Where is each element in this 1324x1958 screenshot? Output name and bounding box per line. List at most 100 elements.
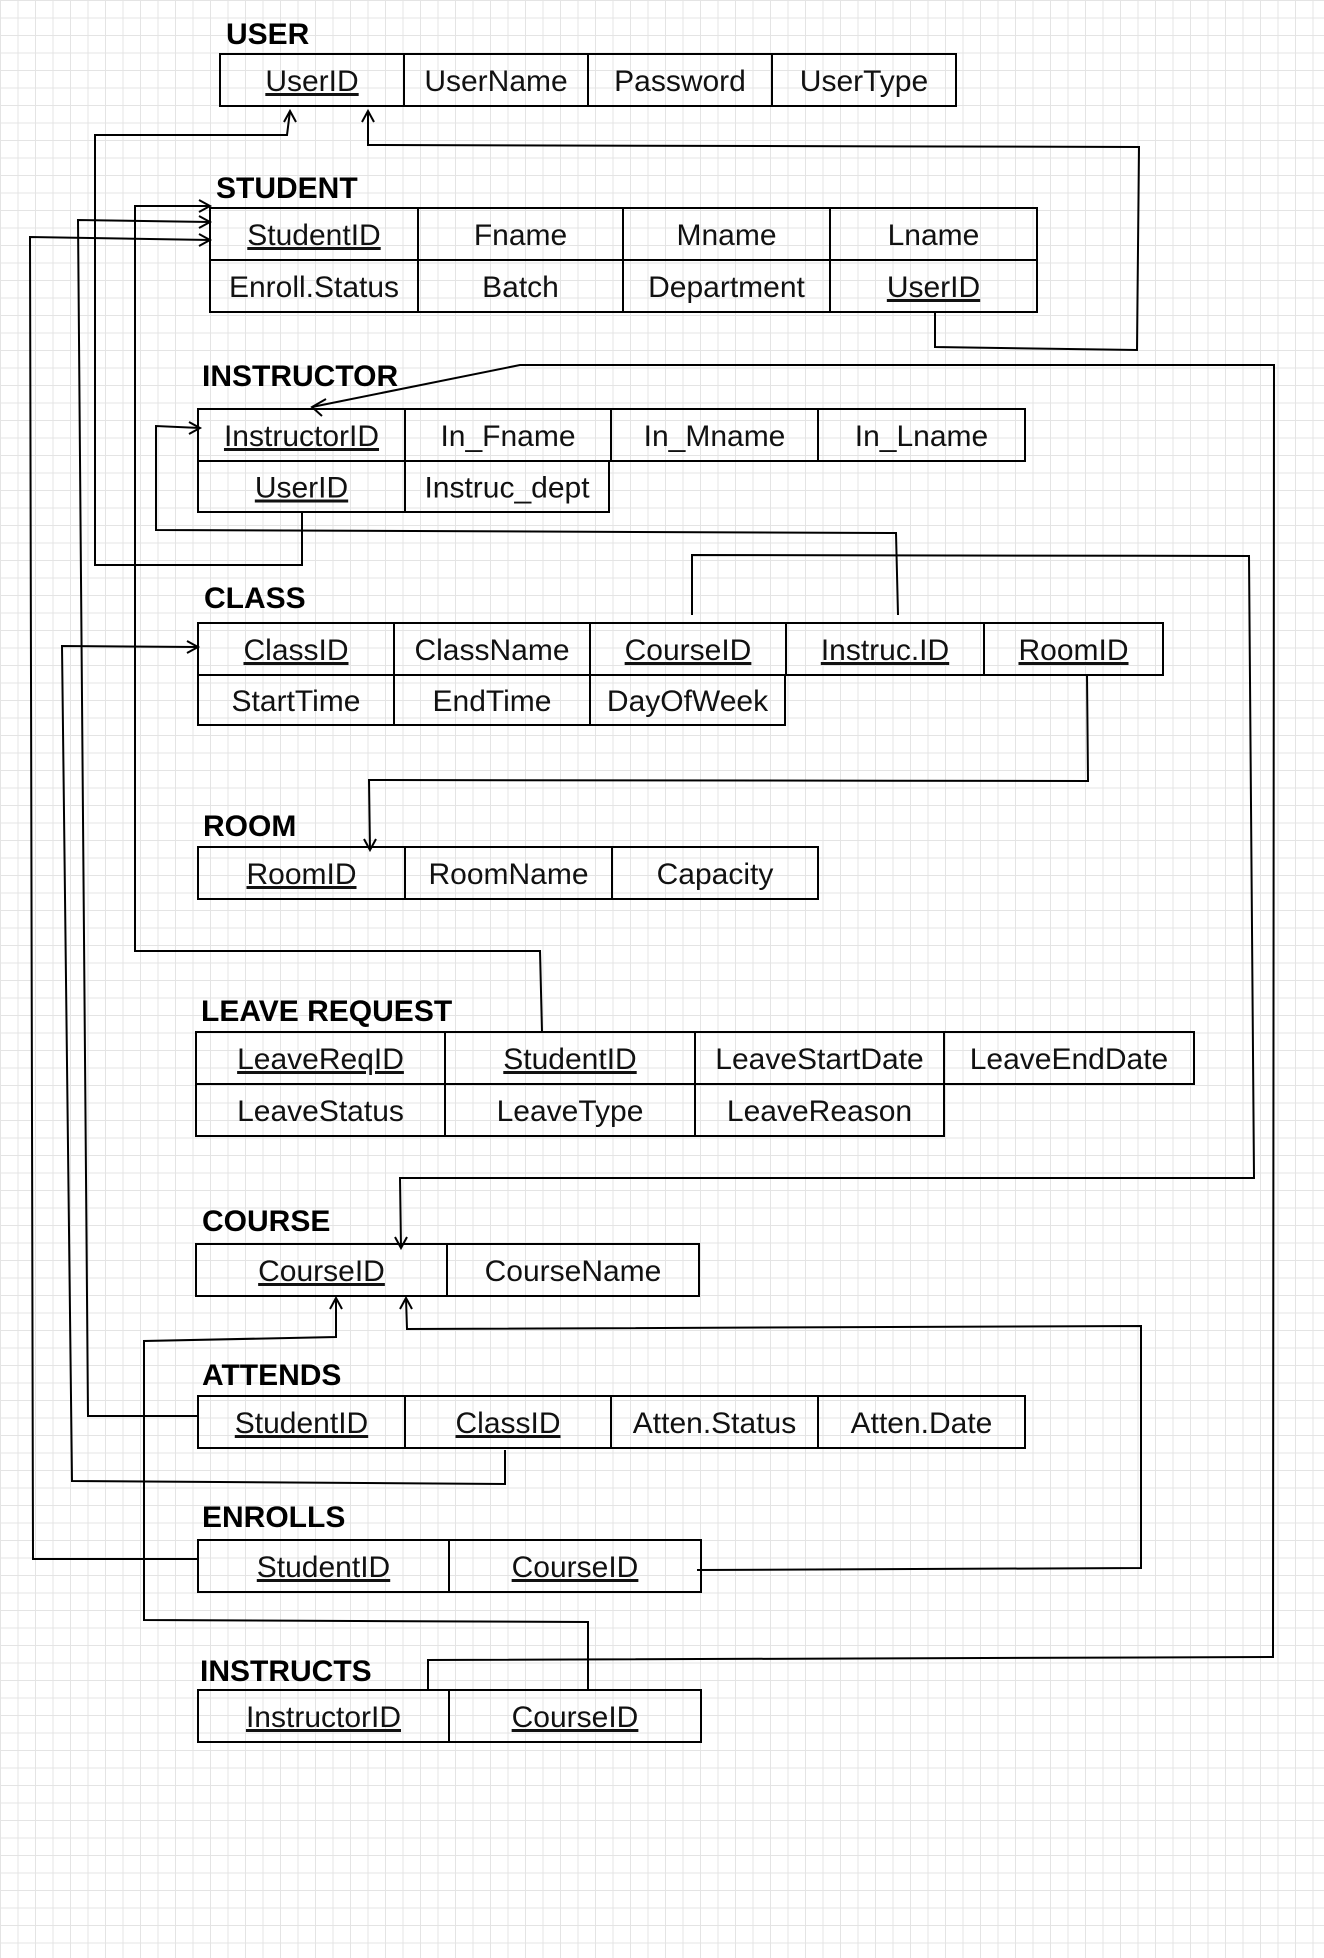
connector-line — [134, 205, 543, 1033]
entity-class: CLASS ClassID ClassName CourseID Instruc.ID R… — [197, 582, 1164, 726]
entity-title: STUDENT — [216, 172, 358, 205]
key-attribute-courseid: CourseID — [512, 1701, 639, 1734]
arrowhead — [399, 1295, 413, 1310]
connector-line — [94, 110, 303, 566]
attribute-cell — [446, 1243, 700, 1297]
attribute-department: Department — [648, 271, 805, 304]
attribute-username: UserName — [424, 65, 567, 98]
key-attribute-courseid: CourseID — [625, 634, 752, 667]
entity-title: CLASS — [204, 582, 306, 615]
attribute-starttime: StartTime — [232, 685, 361, 718]
attribute-leavestartdate: LeaveStartDate — [715, 1043, 923, 1076]
key-attribute-studentid: StudentID — [503, 1043, 636, 1076]
arrowhead — [394, 1236, 408, 1251]
connector-line — [76, 218, 211, 1417]
attribute-cell — [983, 622, 1164, 676]
attribute-in-lname: In_Lname — [855, 420, 988, 453]
attribute-cell — [771, 53, 957, 107]
arrowhead — [329, 1295, 343, 1310]
attribute-leavereason: LeaveReason — [727, 1095, 912, 1128]
arrowhead — [361, 108, 375, 123]
arrowhead — [186, 640, 201, 654]
connector-line — [398, 553, 1256, 1249]
attribute-leavestatus: LeaveStatus — [237, 1095, 404, 1128]
tables-layer: USER UserID UserName Password UserTypeSTUDEN… — [195, 18, 1195, 1743]
key-attribute-studentid: StudentID — [257, 1551, 390, 1584]
attribute-cell — [611, 846, 819, 900]
attribute-endtime: EndTime — [433, 685, 552, 718]
arrowhead — [188, 421, 203, 435]
key-attribute-userid: UserID — [887, 271, 980, 304]
arrowhead — [198, 233, 213, 247]
key-attribute-instructorid: InstructorID — [246, 1701, 401, 1734]
entity-title: ENROLLS — [202, 1501, 345, 1534]
attribute-cell — [589, 674, 786, 726]
key-attribute-userid: UserID — [265, 65, 358, 98]
attribute-roomname: RoomName — [428, 858, 588, 891]
fk-connector-class-instrucid-to-instructor-instructorid — [155, 421, 899, 616]
key-attribute-userid: UserID — [255, 472, 348, 505]
connector-line — [28, 235, 211, 1560]
attribute-cell — [448, 1689, 702, 1743]
entity-title: ATTENDS — [202, 1359, 341, 1392]
entity-title: LEAVE REQUEST — [201, 995, 452, 1028]
fk-connector-attends-studentid-to-student-studentid — [76, 215, 213, 1417]
attribute-classname: ClassName — [414, 634, 569, 667]
key-attribute-leavereqid: LeaveReqID — [237, 1043, 404, 1076]
attribute-password: Password — [614, 65, 746, 98]
attribute-cell — [404, 460, 610, 513]
entity-title: USER — [226, 18, 310, 51]
attribute-leaveenddate: LeaveEndDate — [970, 1043, 1169, 1076]
fk-connector-attends-classid-to-class-classid — [60, 640, 506, 1486]
attribute-fname: Fname — [474, 219, 567, 252]
fk-connector-enrolls-courseid-to-course-courseid — [399, 1295, 1142, 1571]
attribute-cell — [829, 259, 1038, 313]
entity-title: COURSE — [202, 1205, 330, 1238]
arrowhead — [363, 838, 377, 853]
fk-connector-student-userid-to-user-userid — [361, 108, 1141, 352]
attribute-cell — [817, 408, 1026, 462]
key-attribute-roomid: RoomID — [1018, 634, 1128, 667]
attribute-coursename: CourseName — [485, 1255, 662, 1288]
key-attribute-instruc-id: Instruc.ID — [821, 634, 949, 667]
fk-connector-instructs-courseid-to-course-courseid — [143, 1295, 589, 1690]
entity-title: ROOM — [203, 810, 296, 843]
attribute-leavetype: LeaveType — [497, 1095, 644, 1128]
attribute-dayofweek: DayOfWeek — [607, 685, 769, 718]
connector-line — [143, 1298, 589, 1690]
attribute-in-fname: In_Fname — [440, 420, 575, 453]
entity-leave-request: LEAVE REQUEST LeaveReqID StudentID LeaveSta… — [195, 995, 1195, 1137]
key-attribute-studentid: StudentID — [247, 219, 380, 252]
arrowhead — [310, 398, 327, 417]
arrowhead — [283, 108, 297, 123]
attribute-cell — [694, 1083, 945, 1137]
arrowhead — [198, 215, 213, 229]
attribute-lname: Lname — [888, 219, 980, 252]
entity-title: INSTRUCTOR — [202, 360, 398, 393]
attribute-usertype: UserType — [800, 65, 928, 98]
fk-connector-class-roomid-to-room-roomid — [363, 674, 1090, 853]
connector-line — [367, 111, 1141, 352]
attribute-instruc-dept: Instruc_dept — [424, 472, 590, 505]
attribute-atten-date: Atten.Date — [851, 1407, 993, 1440]
entity-instructs: INSTRUCTS InstructorID CourseID — [197, 1655, 702, 1743]
attribute-cell — [448, 1539, 702, 1593]
attribute-cell — [817, 1395, 1026, 1449]
fk-connector-enrolls-studentid-to-student-studentid — [28, 233, 213, 1560]
key-attribute-instructorid: InstructorID — [224, 420, 379, 453]
key-attribute-classid: ClassID — [243, 634, 348, 667]
arrowhead — [198, 199, 213, 213]
connector-line — [367, 674, 1090, 851]
connector-line — [311, 364, 1276, 1690]
attribute-mname: Mname — [676, 219, 776, 252]
connectors-layer — [28, 108, 1276, 1690]
entity-user: USER UserID UserName Password UserType — [219, 18, 957, 107]
key-attribute-courseid: CourseID — [512, 1551, 639, 1584]
attribute-in-mname: In_Mname — [644, 420, 786, 453]
entity-title: INSTRUCTS — [200, 1655, 372, 1688]
